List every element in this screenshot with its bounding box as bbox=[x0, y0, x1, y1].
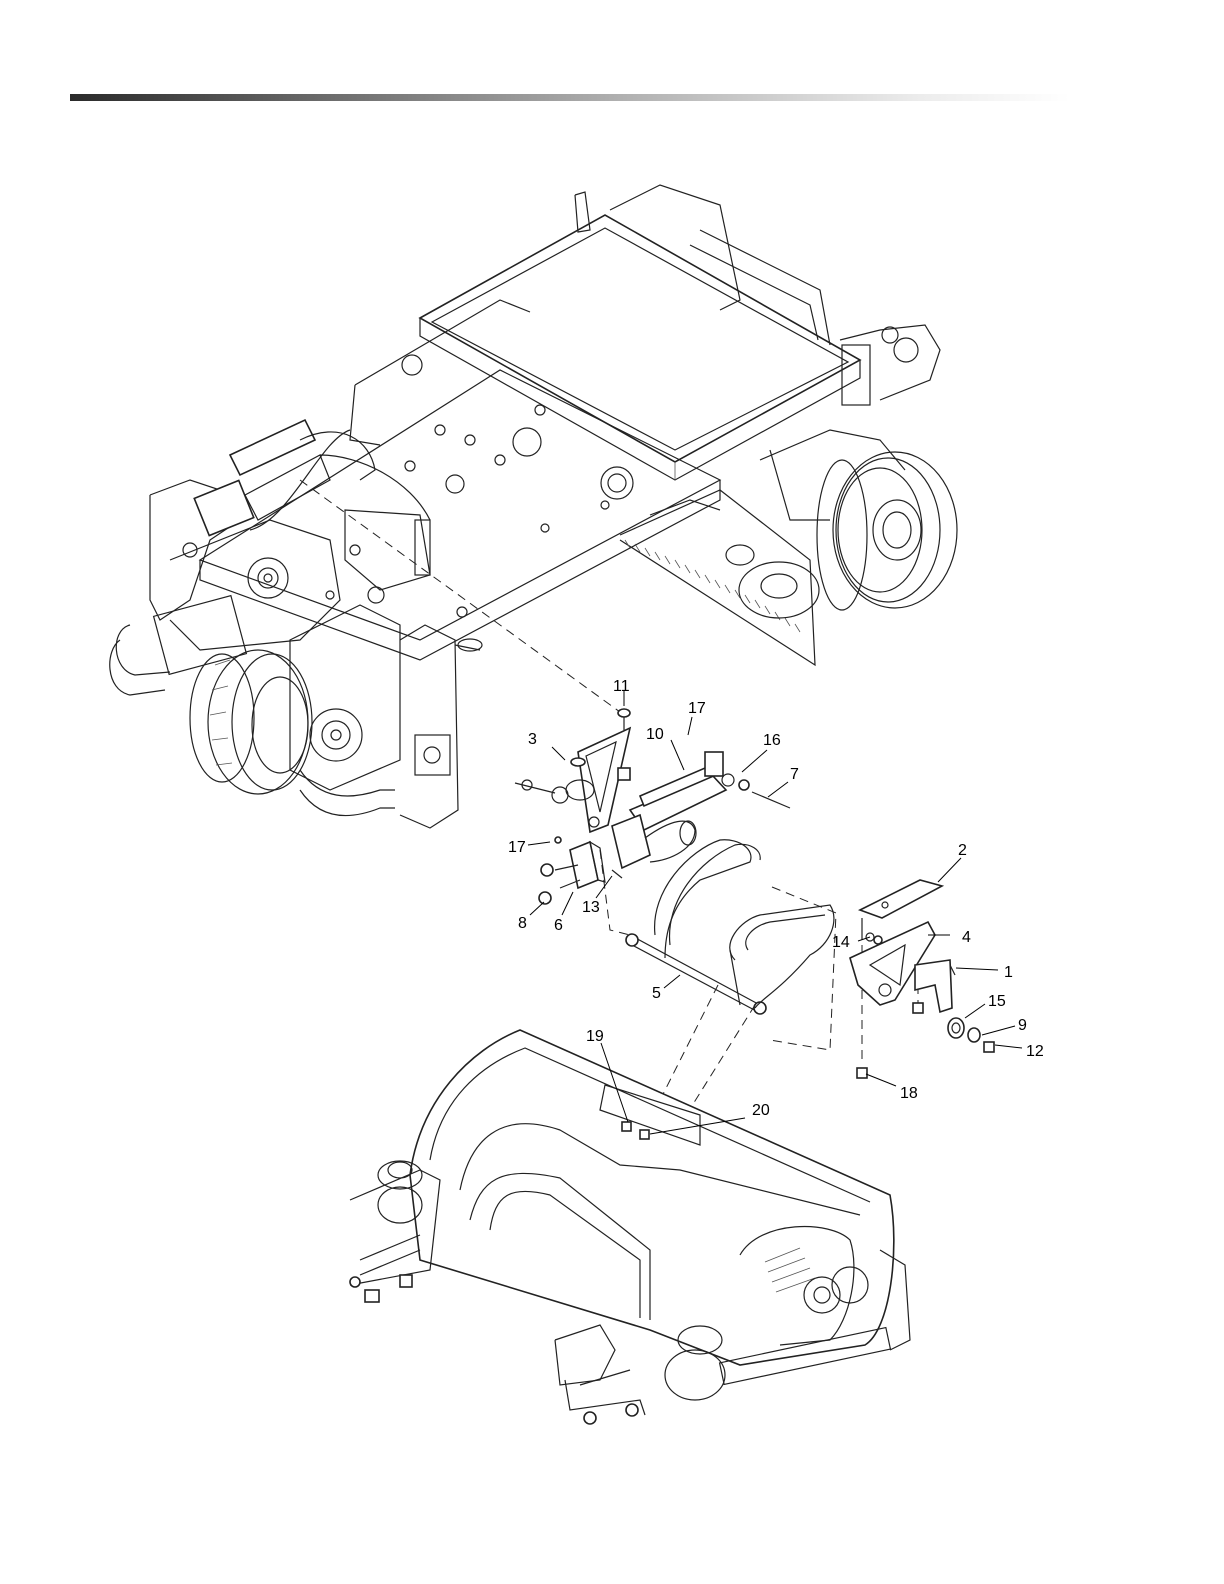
callout-labels: 11 17 3 10 16 7 17 2 13 8 6 14 4 1 5 15 … bbox=[508, 678, 1044, 1119]
callout-10: 10 bbox=[646, 726, 664, 743]
rear-bar bbox=[110, 596, 395, 816]
mounted-actuator bbox=[194, 420, 430, 603]
callout-17: 17 bbox=[508, 839, 526, 856]
callout-7: 7 bbox=[790, 766, 799, 783]
callout-5: 5 bbox=[652, 985, 661, 1002]
callout-8: 8 bbox=[518, 915, 527, 932]
part-10-actuator bbox=[612, 752, 790, 868]
callout-4: 4 bbox=[962, 929, 971, 946]
callout-11: 11 bbox=[613, 678, 630, 695]
caster-wheel bbox=[760, 430, 957, 610]
callout-6: 6 bbox=[554, 917, 563, 934]
callout-16: 16 bbox=[763, 732, 781, 749]
assembly-line bbox=[770, 887, 836, 1050]
brush-housing bbox=[350, 1030, 910, 1424]
callout-1: 1 bbox=[1004, 964, 1013, 981]
callout-13: 13 bbox=[582, 899, 600, 916]
callout-14: 14 bbox=[832, 934, 850, 951]
part-6-block bbox=[539, 837, 622, 904]
callout-20: 20 bbox=[752, 1102, 770, 1119]
callout-15: 15 bbox=[988, 993, 1006, 1010]
callout-18: 18 bbox=[900, 1085, 918, 1102]
callout-17: 17 bbox=[688, 700, 706, 717]
callout-2: 2 bbox=[958, 842, 967, 859]
exploded-parts bbox=[300, 480, 994, 1125]
assembly-line bbox=[300, 480, 620, 712]
callout-3: 3 bbox=[528, 731, 537, 748]
support-leg bbox=[400, 625, 482, 828]
callout-12: 12 bbox=[1026, 1043, 1044, 1060]
callout-19: 19 bbox=[586, 1028, 604, 1045]
callout-9: 9 bbox=[1018, 1017, 1027, 1034]
part-1-bracket bbox=[913, 960, 955, 1013]
